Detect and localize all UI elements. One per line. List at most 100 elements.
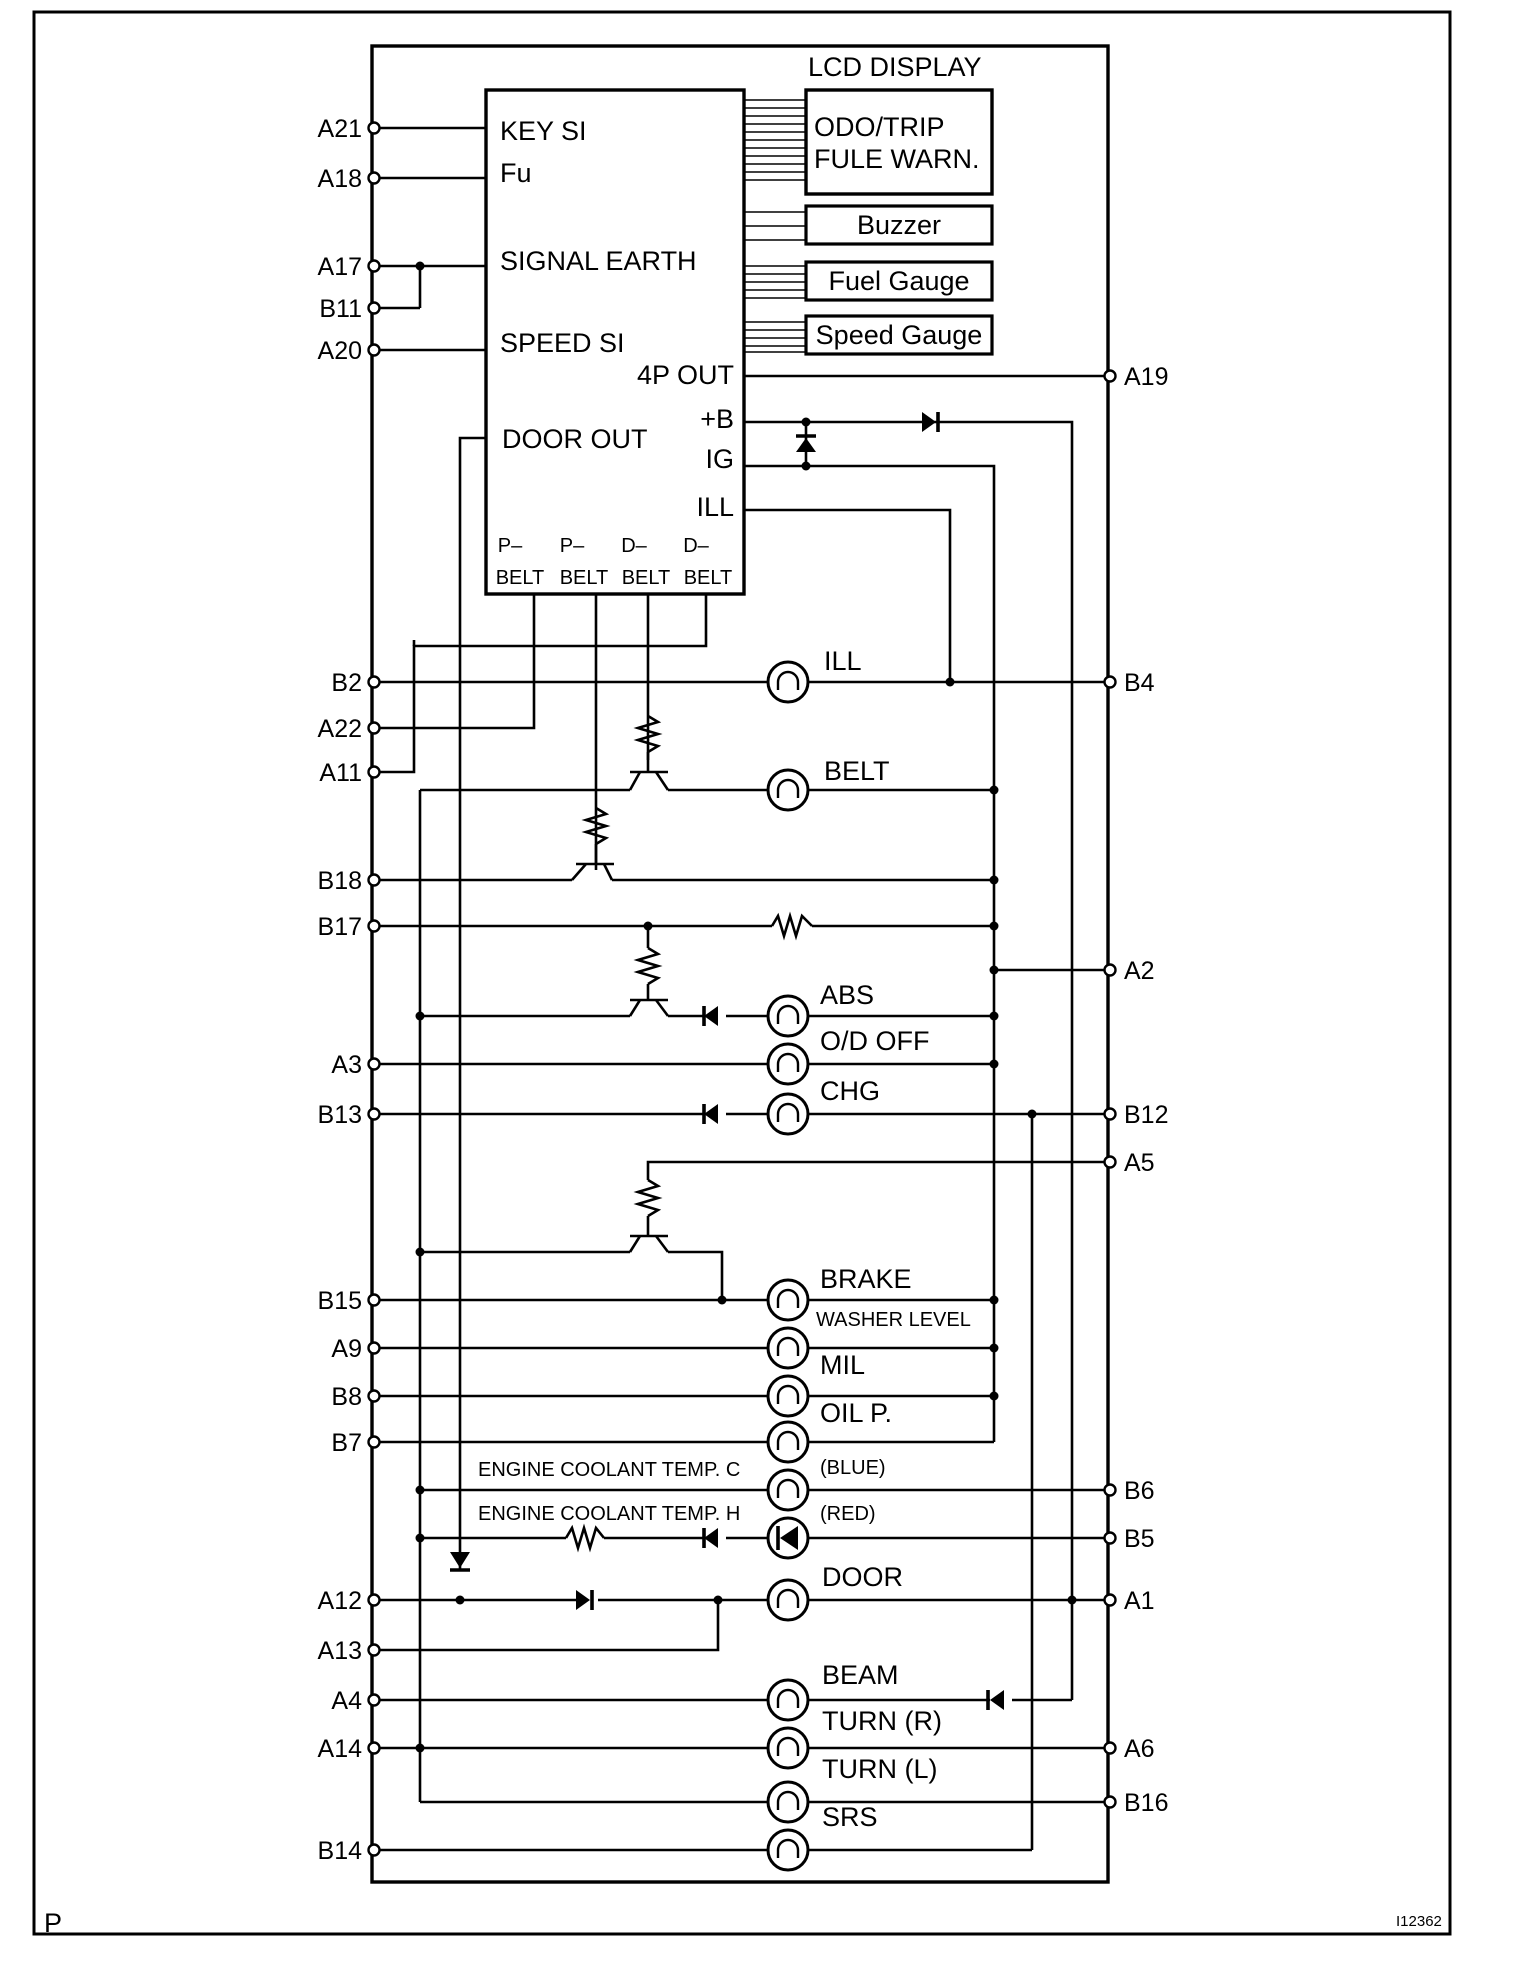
terminal bbox=[367, 1057, 381, 1071]
meter-ic: KEY SI Fu SIGNAL EARTH SPEED SI 4P OUT D… bbox=[484, 88, 746, 596]
lamp-bulb bbox=[766, 1578, 810, 1622]
junction-dot bbox=[801, 417, 811, 427]
terminal bbox=[1103, 675, 1117, 689]
junction-dot bbox=[989, 785, 999, 795]
junction-dot bbox=[989, 965, 999, 975]
terminal bbox=[367, 1693, 381, 1707]
junction-dot bbox=[415, 1533, 425, 1543]
terminal-label: B5 bbox=[1124, 1525, 1155, 1553]
ic-fu-label: Fu bbox=[500, 158, 532, 188]
chg-lamp-label: CHG bbox=[820, 1076, 880, 1106]
ic-signal-earth-label: SIGNAL EARTH bbox=[500, 246, 697, 276]
terminal bbox=[367, 1389, 381, 1403]
ic-ill-label: ILL bbox=[696, 492, 734, 522]
mil-lamp-label: MIL bbox=[820, 1350, 865, 1380]
terminal-label: A12 bbox=[318, 1587, 362, 1615]
terminal bbox=[1103, 1795, 1117, 1809]
ic-belt-top-2: P– bbox=[560, 535, 585, 557]
wiring bbox=[378, 126, 1108, 1852]
ic-door-out-label: DOOR OUT bbox=[502, 424, 648, 454]
coolant-c-label: ENGINE COOLANT TEMP. C bbox=[478, 1459, 740, 1481]
terminal bbox=[1103, 1741, 1117, 1755]
ic-belt-top-3: D– bbox=[621, 535, 647, 557]
resistors bbox=[564, 714, 813, 1553]
junction-dot bbox=[989, 1059, 999, 1069]
turn-r-lamp-label: TURN (R) bbox=[822, 1706, 942, 1736]
lamp-bulb bbox=[766, 994, 810, 1038]
terminal bbox=[367, 301, 381, 315]
terminal-label: A20 bbox=[318, 337, 362, 365]
junction-dot bbox=[415, 261, 425, 271]
ic-speed-si-label: SPEED SI bbox=[500, 328, 625, 358]
terminal bbox=[367, 765, 381, 779]
resistor bbox=[564, 1523, 606, 1553]
speed-gauge-box bbox=[804, 314, 994, 356]
lamp-bulb bbox=[766, 1374, 810, 1418]
diode bbox=[450, 1552, 470, 1572]
terminal bbox=[1103, 963, 1117, 977]
red-label: (RED) bbox=[820, 1503, 876, 1525]
oil-lamp-label: OIL P. bbox=[820, 1398, 892, 1428]
junction-dot bbox=[801, 461, 811, 471]
terminal bbox=[367, 1741, 381, 1755]
lamp-bulb bbox=[766, 1828, 810, 1872]
corner-mark: P bbox=[44, 1908, 62, 1938]
diode bbox=[702, 1528, 718, 1548]
ic-key-si-label: KEY SI bbox=[500, 116, 587, 146]
page-frame bbox=[32, 10, 1452, 1936]
terminal-label: A1 bbox=[1124, 1587, 1155, 1615]
terminal-label: B11 bbox=[319, 295, 362, 323]
ic-ig-label: IG bbox=[705, 444, 734, 474]
ic-plus-b-label: +B bbox=[700, 404, 734, 434]
lcd-display-title: LCD DISPLAY bbox=[808, 52, 982, 82]
terminal bbox=[1103, 1107, 1117, 1121]
odo-trip-label: ODO/TRIP bbox=[814, 112, 945, 142]
junction-dot bbox=[717, 1295, 727, 1305]
washer-lamp-label: WASHER LEVEL bbox=[816, 1309, 971, 1331]
coolant-h-label: ENGINE COOLANT TEMP. H bbox=[478, 1503, 740, 1525]
resistor bbox=[633, 946, 663, 986]
beam-lamp-label: BEAM bbox=[822, 1660, 899, 1690]
terminal bbox=[367, 121, 381, 135]
terminal-label: A19 bbox=[1124, 363, 1168, 391]
terminal-label: B17 bbox=[318, 913, 362, 941]
terminal-label: B16 bbox=[1124, 1789, 1168, 1817]
terminal-label: B12 bbox=[1124, 1101, 1168, 1129]
ill-lamp-label: ILL bbox=[824, 646, 862, 676]
terminal bbox=[367, 873, 381, 887]
junction-dot bbox=[415, 1247, 425, 1257]
junction-dot bbox=[989, 1011, 999, 1021]
lamp-bulb bbox=[766, 1420, 810, 1464]
terminal-label: A21 bbox=[318, 115, 362, 143]
odo-trip-display bbox=[804, 88, 994, 196]
resistor bbox=[633, 714, 663, 754]
lamp-bulb bbox=[766, 1468, 810, 1512]
junction-dot bbox=[989, 921, 999, 931]
terminal-label: A9 bbox=[331, 1335, 362, 1363]
diode bbox=[922, 412, 940, 432]
terminal bbox=[367, 1341, 381, 1355]
terminal bbox=[1103, 369, 1117, 383]
diode bbox=[796, 434, 816, 452]
terminal bbox=[367, 1293, 381, 1307]
diode bbox=[986, 1690, 1004, 1710]
od-off-lamp-label: O/D OFF bbox=[820, 1026, 930, 1056]
diodes bbox=[450, 412, 1004, 1710]
figure-code: I12362 bbox=[1396, 1913, 1442, 1930]
terminal-label: A2 bbox=[1124, 957, 1155, 985]
junction-dot bbox=[713, 1595, 723, 1605]
terminal-label: B7 bbox=[331, 1429, 362, 1457]
terminal bbox=[367, 675, 381, 689]
junction-dot bbox=[415, 1011, 425, 1021]
terminal-label: B2 bbox=[331, 669, 362, 697]
lcd-bus-lines bbox=[744, 99, 806, 353]
diode bbox=[702, 1104, 718, 1124]
terminal bbox=[367, 171, 381, 185]
turn-l-lamp-label: TURN (L) bbox=[822, 1754, 938, 1784]
junction-dot bbox=[989, 875, 999, 885]
lamp-bulb bbox=[766, 1678, 810, 1722]
ic-belt-bottom-3: BELT bbox=[622, 567, 671, 589]
junction-dot bbox=[989, 1343, 999, 1353]
transistors bbox=[571, 752, 670, 1253]
